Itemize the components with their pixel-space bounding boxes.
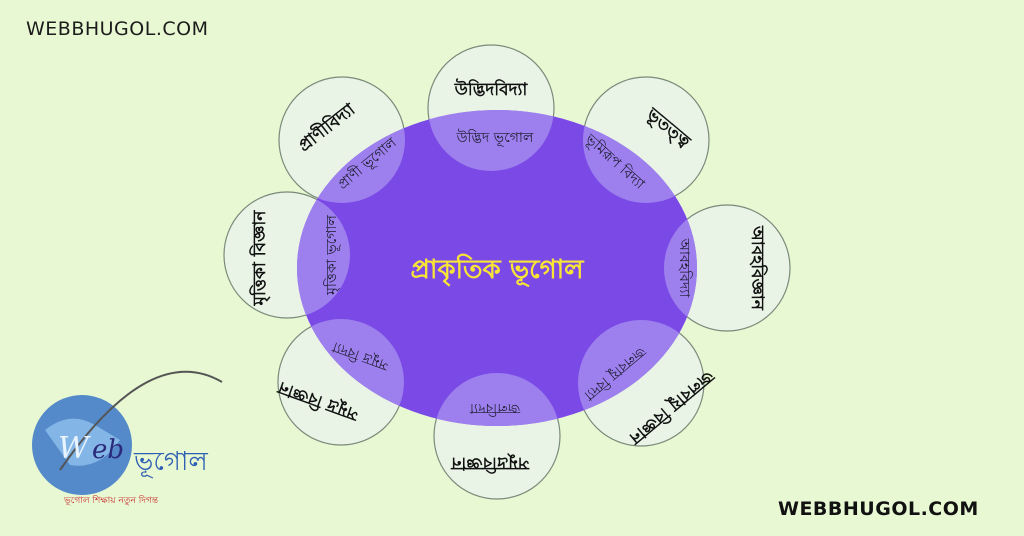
inner-label-hydrology: জলবিদ্যা [469, 400, 521, 417]
outer-label-soil-science: মৃত্তিকা বিজ্ঞান [248, 210, 270, 307]
inner-label-botany: উদ্ভিদ ভূগোল [456, 129, 534, 146]
site-brand-bottom: WEBBHUGOL.COM [778, 498, 979, 520]
svg-text:W: W [58, 431, 91, 466]
outer-label-meteorology: আবহবিজ্ঞান [747, 225, 769, 311]
site-logo: W eb ভূগোল ভূগোল শিক্ষায় নতুন দিগন্ত [32, 370, 223, 506]
center-label: প্রাকৃতিক ভূগোল [410, 253, 585, 287]
svg-text:eb: eb [92, 435, 124, 465]
site-brand-top: WEBBHUGOL.COM [26, 18, 209, 40]
inner-label-meteorology: আবহবিদ্যা [676, 238, 693, 299]
outer-label-hydrology: সমুদ্রবিজ্ঞান [450, 453, 529, 475]
logo-tagline: ভূগোল শিক্ষায় নতুন দিগন্ত [63, 495, 159, 506]
outer-label-botany: উদ্ভিদবিদ্যা [454, 78, 529, 100]
inner-label-soil-science: মৃত্তিকা ভূগোল [323, 215, 340, 296]
logo-text: ভূগোল [133, 447, 208, 478]
